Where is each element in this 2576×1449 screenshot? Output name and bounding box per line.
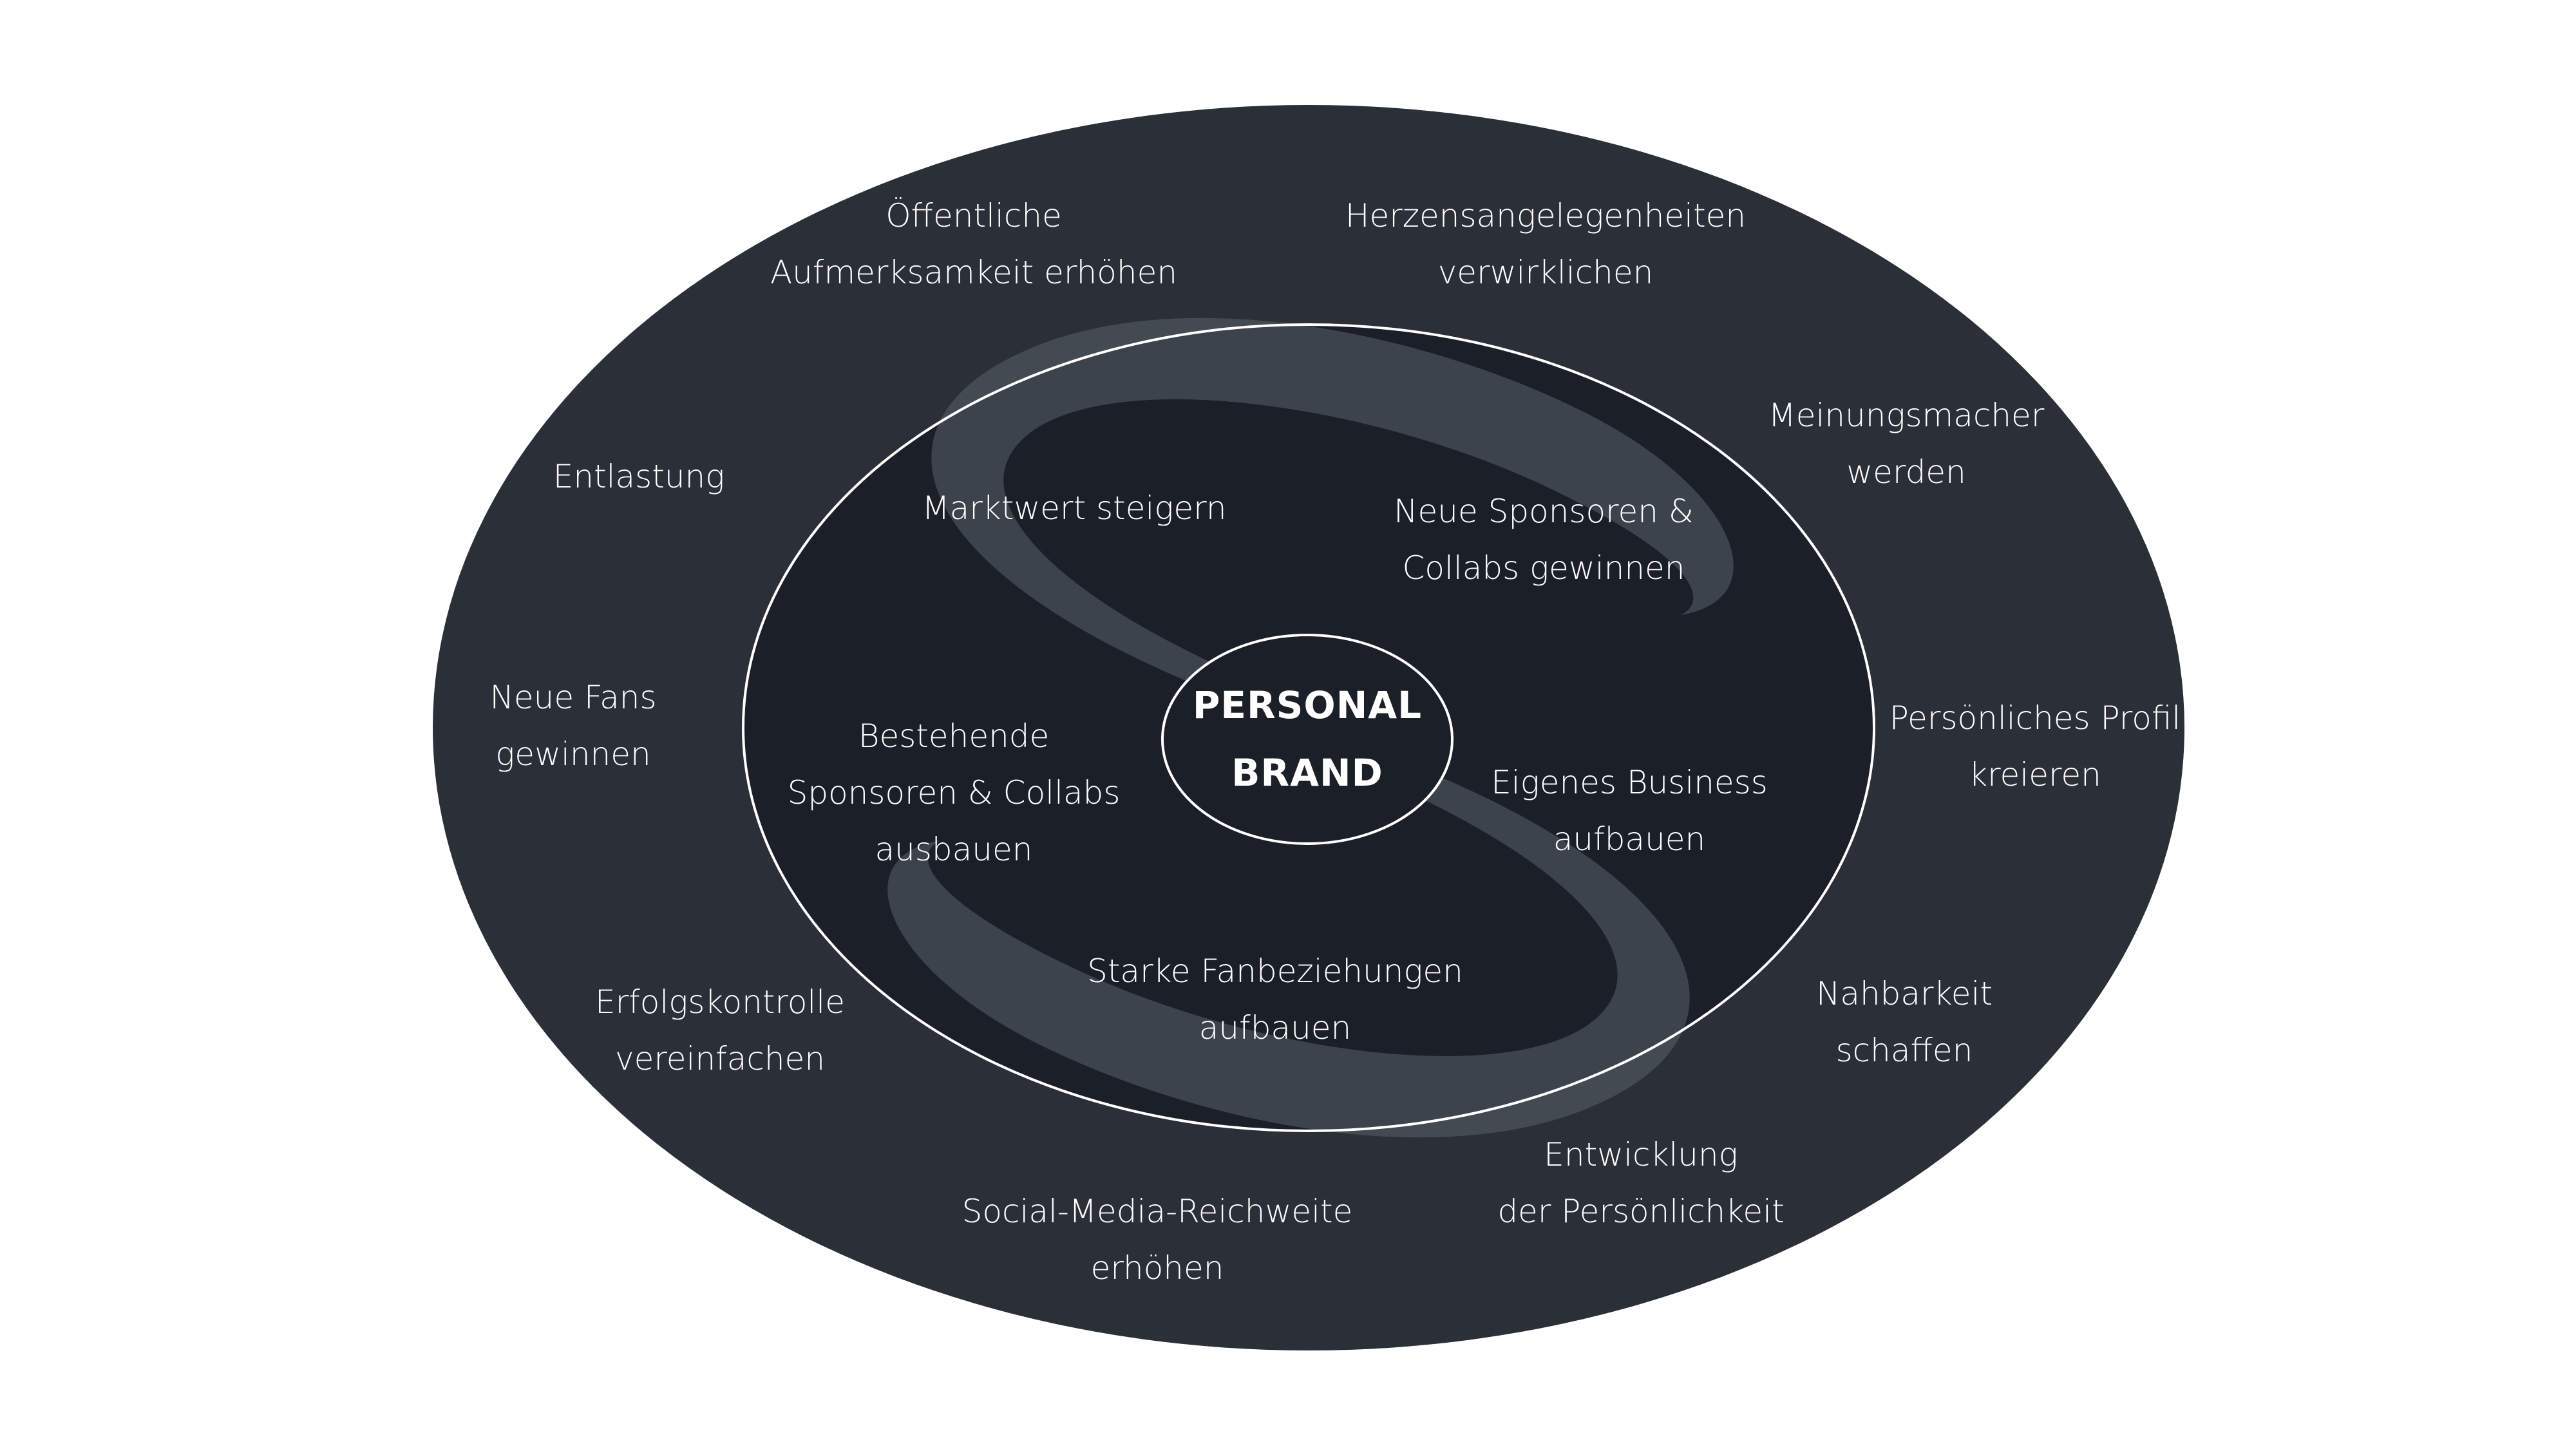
- outer-label-oeffentliche-line1: Öffentliche: [886, 197, 1062, 234]
- outer-label-profil-line2: kreieren: [1969, 756, 2101, 793]
- s-shape-decoration: [887, 317, 1734, 1138]
- inner-label-marktwert: Marktwert steigern: [922, 489, 1226, 527]
- inner-label-business-line2: aufbauen: [1553, 820, 1705, 858]
- outer-label-neue-fans-line1: Neue Fans: [489, 679, 656, 716]
- inner-ring-outline: [742, 323, 1875, 1132]
- outer-label-erfolgskontrolle-line1: Erfolgskontrolle: [595, 983, 845, 1021]
- inner-label-bestehende-line1: Bestehende: [858, 717, 1050, 755]
- outer-label-oeffentliche-line2: Aufmerksamkeit erhöhen: [770, 254, 1177, 291]
- outer-label-meinungsmacher-line2: werden: [1846, 453, 1966, 491]
- outer-label-nahbarkeit-line2: schaffen: [1836, 1032, 1973, 1069]
- outer-label-herzens-line1: Herzensangelegenheiten: [1345, 197, 1746, 234]
- outer-label-nahbarkeit-line1: Nahbarkeit: [1816, 975, 1993, 1012]
- outer-label-entwicklung-line2: der Persönlichkeit: [1497, 1193, 1784, 1230]
- inner-label-fanbeziehungen-line2: aufbauen: [1199, 1009, 1351, 1046]
- inner-label-business-line1: Eigenes Business: [1491, 764, 1768, 801]
- center-label-line1: PERSONAL: [1193, 683, 1422, 727]
- s-shape-lower-band: [887, 741, 1690, 1138]
- inner-label-neue-sponsoren-line1: Neue Sponsoren &: [1394, 493, 1694, 530]
- outer-label-reichweite-line1: Social-Media-Reichweite: [962, 1193, 1353, 1230]
- outer-label-reichweite-line2: erhöhen: [1091, 1249, 1224, 1287]
- inner-label-bestehende-line3: ausbauen: [875, 831, 1033, 868]
- outer-label-profil-line1: Persönliches Profil: [1889, 699, 2181, 737]
- center-circle: [1161, 634, 1454, 845]
- outer-label-meinungsmacher-line1: Meinungsmacher: [1768, 397, 2045, 434]
- inner-label-bestehende-line2: Sponsoren & Collabs: [788, 774, 1121, 811]
- inner-label-neue-sponsoren-line2: Collabs gewinnen: [1403, 549, 1685, 587]
- s-shape-upper-band: [931, 317, 1734, 715]
- outer-label-erfolgskontrolle-line2: vereinfachen: [615, 1040, 825, 1077]
- inner-label-fanbeziehungen-line1: Starke Fanbeziehungen: [1087, 952, 1463, 990]
- outer-label-neue-fans-line2: gewinnen: [495, 735, 650, 773]
- outer-label-herzens-line2: verwirklichen: [1438, 254, 1654, 291]
- outer-label-entwicklung-line1: Entwicklung: [1544, 1136, 1738, 1173]
- outer-label-entlastung: Entlastung: [553, 458, 724, 495]
- center-label-line2: BRAND: [1231, 751, 1383, 795]
